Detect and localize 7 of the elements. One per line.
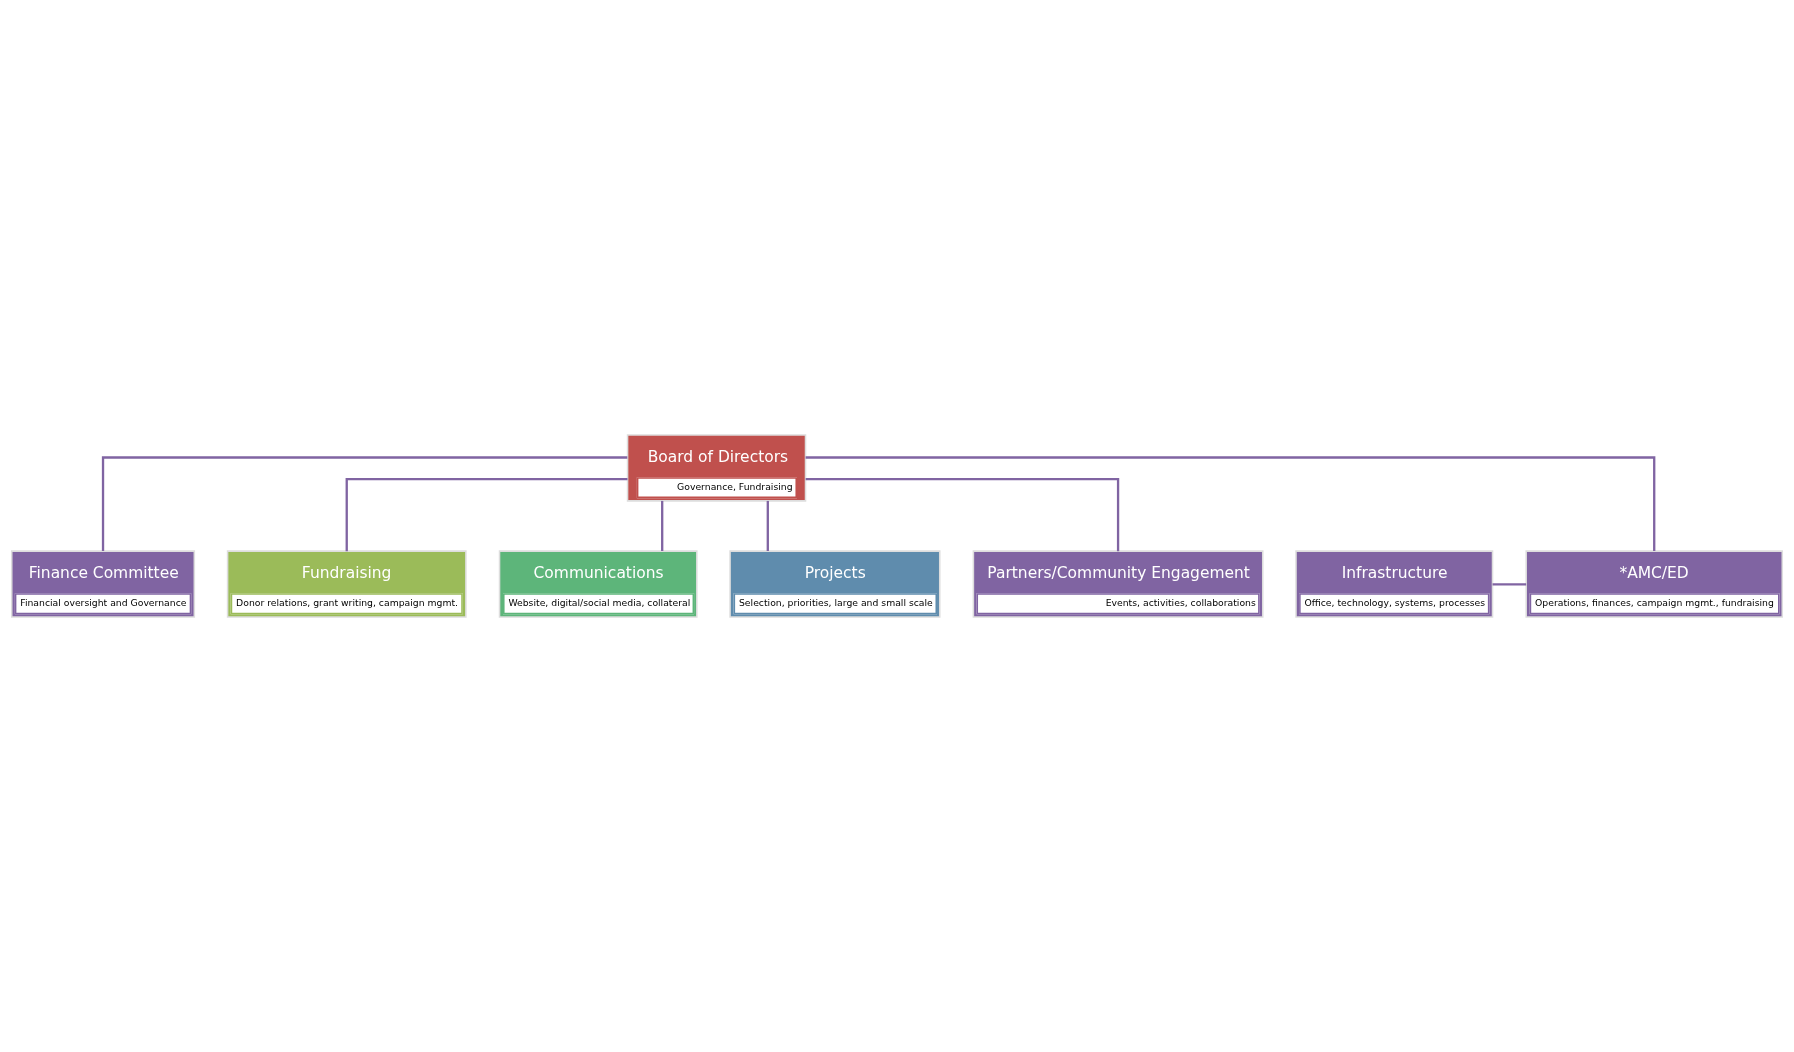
connector bbox=[345, 478, 628, 552]
connector bbox=[661, 500, 664, 551]
connector bbox=[101, 456, 628, 552]
connector bbox=[766, 500, 769, 551]
connector bbox=[805, 456, 1656, 552]
connector bbox=[1492, 583, 1527, 586]
connector bbox=[805, 478, 1120, 552]
